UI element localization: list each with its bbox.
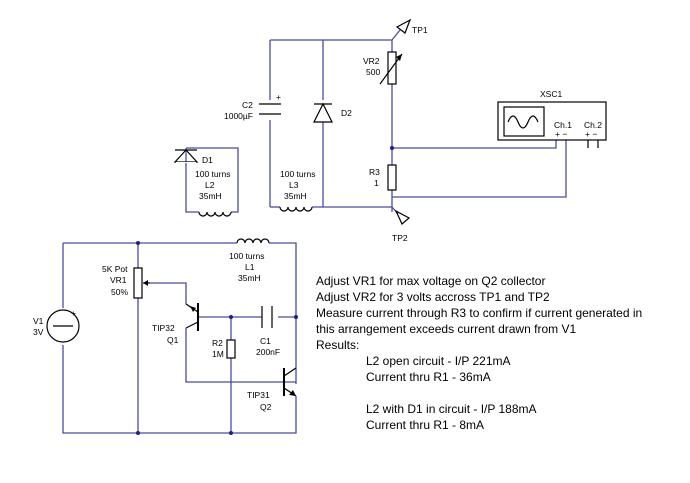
ch1-polarity: + − (555, 129, 567, 139)
junction-dot (229, 315, 233, 319)
r2-name: R2 (212, 338, 223, 348)
note-line-2: Adjust VR2 for 3 volts accross TP1 and T… (316, 290, 550, 304)
r3-value: 1 (374, 178, 379, 188)
l3-name: L3 (289, 180, 299, 190)
d1-l2-loop-wires (185, 147, 239, 213)
result-line-3: L2 with D1 in circuit - I/P 188mA (366, 402, 537, 416)
tp1-probe[interactable]: TP1 (391, 18, 428, 41)
r3-resistor[interactable]: R3 1 (369, 164, 397, 191)
junction-dot (294, 315, 298, 319)
l1-inductor[interactable]: 100 turns L1 35mH (229, 238, 270, 283)
q1-name: Q1 (167, 335, 179, 345)
xsc1-name: XSC1 (540, 89, 562, 99)
d1-name: D1 (202, 155, 213, 165)
q2-type: TIP31 (247, 390, 270, 400)
junction-dot (136, 241, 140, 245)
vr2-variable-resistor[interactable]: VR2 500 (363, 51, 403, 85)
c1-capacitor[interactable]: C1 200nF (256, 306, 280, 357)
v1-voltage-source[interactable]: + V1 3V (33, 308, 80, 343)
c1-value: 200nF (256, 347, 280, 357)
vr1-potentiometer[interactable]: 5K Pot VR1 50% (102, 264, 150, 299)
l2-inductor[interactable]: L2 35mH (198, 180, 232, 217)
d1-turns: 100 turns (195, 169, 230, 179)
v1-value: 3V (33, 327, 44, 337)
q1-type: TIP32 (152, 323, 175, 333)
l1-value: 35mH (238, 273, 261, 283)
note-line-4: this arrangement exceeds current drawn f… (316, 322, 576, 336)
upper-circuit-wires (269, 39, 567, 212)
tp2-label: TP2 (392, 233, 408, 243)
lower-circuit-wires (62, 242, 297, 434)
sine-wave-icon (507, 115, 539, 129)
c1-name: C1 (260, 336, 271, 346)
c2-name: C2 (242, 100, 253, 110)
vr2-name: VR2 (363, 56, 380, 66)
l3-inductor[interactable]: 100 turns L3 35mH (279, 169, 315, 212)
r2-resistor[interactable]: R2 1M (212, 338, 236, 359)
v1-name: V1 (33, 316, 44, 326)
vr1-label: 5K Pot (102, 264, 128, 274)
l1-name: L1 (245, 262, 255, 272)
q1-transistor[interactable]: TIP32 Q1 (152, 303, 199, 345)
c2-polarity: + (276, 92, 281, 102)
c2-capacitor[interactable]: + C2 1000µF (224, 92, 281, 121)
note-line-1: Adjust VR1 for max voltage on Q2 collect… (316, 274, 545, 288)
c2-value: 1000µF (224, 111, 253, 121)
l1-turns: 100 turns (229, 251, 264, 261)
notes-block: Adjust VR1 for max voltage on Q2 collect… (316, 274, 642, 432)
d1-diode[interactable]: D1 100 turns (173, 149, 230, 179)
xsc1-oscilloscope[interactable]: XSC1 Ch.1 Ch.2 + − + − (497, 89, 607, 148)
tp2-probe[interactable]: TP2 (391, 206, 411, 243)
vr2-value: 500 (366, 67, 380, 77)
vr1-name: VR1 (110, 275, 127, 285)
result-line-1: L2 open circuit - I/P 221mA (366, 354, 511, 368)
ch1-label: Ch.1 (554, 120, 572, 130)
result-line-4: Current thru R1 - 8mA (366, 418, 484, 432)
ch2-label: Ch.2 (584, 120, 602, 130)
d2-name: D2 (341, 108, 352, 118)
tp1-label: TP1 (412, 25, 428, 35)
l2-value: 35mH (199, 191, 222, 201)
v1-polarity: + (71, 308, 76, 318)
r2-value: 1M (212, 349, 224, 359)
note-line-3: Measure current through R3 to confirm if… (316, 306, 642, 320)
ch2-polarity: + − (585, 129, 597, 139)
result-line-2: Current thru R1 - 36mA (366, 370, 491, 384)
d2-diode[interactable]: D2 (313, 102, 352, 123)
junction-dot (390, 146, 394, 150)
r3-name: R3 (369, 167, 380, 177)
note-line-5: Results: (316, 338, 359, 352)
l2-name: L2 (205, 180, 215, 190)
junction-dot (229, 431, 233, 435)
junction-dot (136, 431, 140, 435)
l3-turns: 100 turns (280, 169, 315, 179)
l3-value: 35mH (284, 191, 307, 201)
q2-name: Q2 (260, 402, 272, 412)
vr1-value: 50% (111, 287, 128, 297)
q2-transistor[interactable]: TIP31 Q2 (247, 367, 297, 412)
